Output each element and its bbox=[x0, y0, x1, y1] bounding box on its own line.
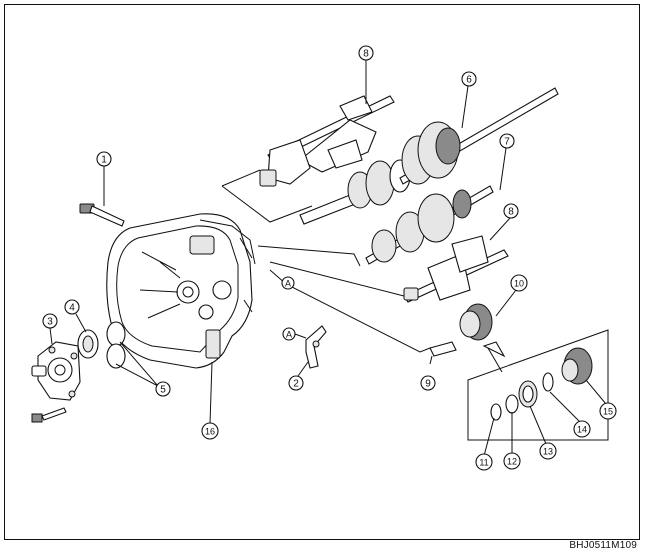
callout-label-8-lower: 8 bbox=[508, 207, 514, 218]
callout-label-11: 11 bbox=[479, 458, 488, 468]
shift-rod-fork-lower bbox=[403, 235, 509, 303]
spacer-block bbox=[429, 341, 457, 357]
callout-label-8-upper: 8 bbox=[363, 49, 369, 60]
countershaft bbox=[365, 185, 494, 265]
callout-label-5: 5 bbox=[160, 385, 166, 396]
washer-12 bbox=[505, 394, 519, 414]
callout-14: 14 bbox=[573, 420, 591, 438]
callout-label-13: 13 bbox=[543, 447, 553, 457]
callout-8-upper: 8 bbox=[358, 45, 374, 61]
callout-7: 7 bbox=[499, 133, 515, 149]
diagram-border bbox=[4, 4, 640, 540]
callout-label-9: 9 bbox=[425, 379, 431, 390]
callout-5: 5 bbox=[155, 381, 171, 397]
callout-9: 9 bbox=[420, 375, 436, 391]
callout-2: 2 bbox=[288, 375, 304, 391]
callout-label-14: 14 bbox=[577, 425, 587, 435]
leader-lines bbox=[49, 60, 607, 457]
main-shaft bbox=[399, 87, 559, 185]
gear-10 bbox=[459, 303, 493, 341]
callout-label-15: 15 bbox=[603, 407, 613, 417]
bearing-retainer bbox=[31, 341, 81, 401]
callout-label-4: 4 bbox=[69, 303, 75, 314]
callout-15: 15 bbox=[599, 402, 617, 420]
input-shaft bbox=[299, 159, 411, 225]
callout-4: 4 bbox=[64, 299, 80, 315]
shims bbox=[106, 321, 126, 369]
synchro-ring-13 bbox=[518, 380, 538, 408]
reference-a-housing-label: A bbox=[285, 279, 291, 289]
callout-label-3: 3 bbox=[47, 317, 53, 328]
callout-10: 10 bbox=[510, 274, 528, 292]
callout-16: 16 bbox=[201, 422, 219, 440]
assembly-lines bbox=[221, 169, 431, 353]
callout-label-1: 1 bbox=[101, 155, 107, 166]
callout-label-10: 10 bbox=[514, 279, 524, 289]
oil-seal bbox=[77, 329, 99, 359]
callout-label-12: 12 bbox=[507, 457, 517, 467]
callout-8-lower: 8 bbox=[503, 203, 519, 219]
callout-label-16: 16 bbox=[205, 427, 215, 437]
snap-ring-14 bbox=[542, 372, 554, 392]
callout-label-7: 7 bbox=[504, 137, 510, 148]
callout-3: 3 bbox=[42, 313, 58, 329]
callout-label-6: 6 bbox=[466, 75, 472, 86]
callout-6: 6 bbox=[461, 71, 477, 87]
detail-inset bbox=[467, 329, 609, 441]
reference-a-fork: A bbox=[282, 327, 307, 341]
bolt-1 bbox=[79, 203, 125, 227]
reference-a-fork-label: A bbox=[286, 330, 292, 340]
callout-11: 11 bbox=[475, 453, 493, 471]
reference-a-housing: A bbox=[281, 276, 295, 290]
callout-1: 1 bbox=[96, 151, 112, 167]
shift-fork-piece bbox=[305, 325, 327, 369]
callout-13: 13 bbox=[539, 442, 557, 460]
callout-12: 12 bbox=[503, 452, 521, 470]
shift-rod-fork-upper bbox=[259, 95, 395, 187]
retainer-bolt bbox=[31, 407, 67, 423]
snap-ring-11 bbox=[490, 403, 502, 421]
figure-code: BHJ0511M109 bbox=[569, 540, 637, 551]
clutch-housing bbox=[106, 213, 256, 369]
gear-15 bbox=[561, 347, 593, 385]
callout-label-2: 2 bbox=[293, 379, 299, 390]
